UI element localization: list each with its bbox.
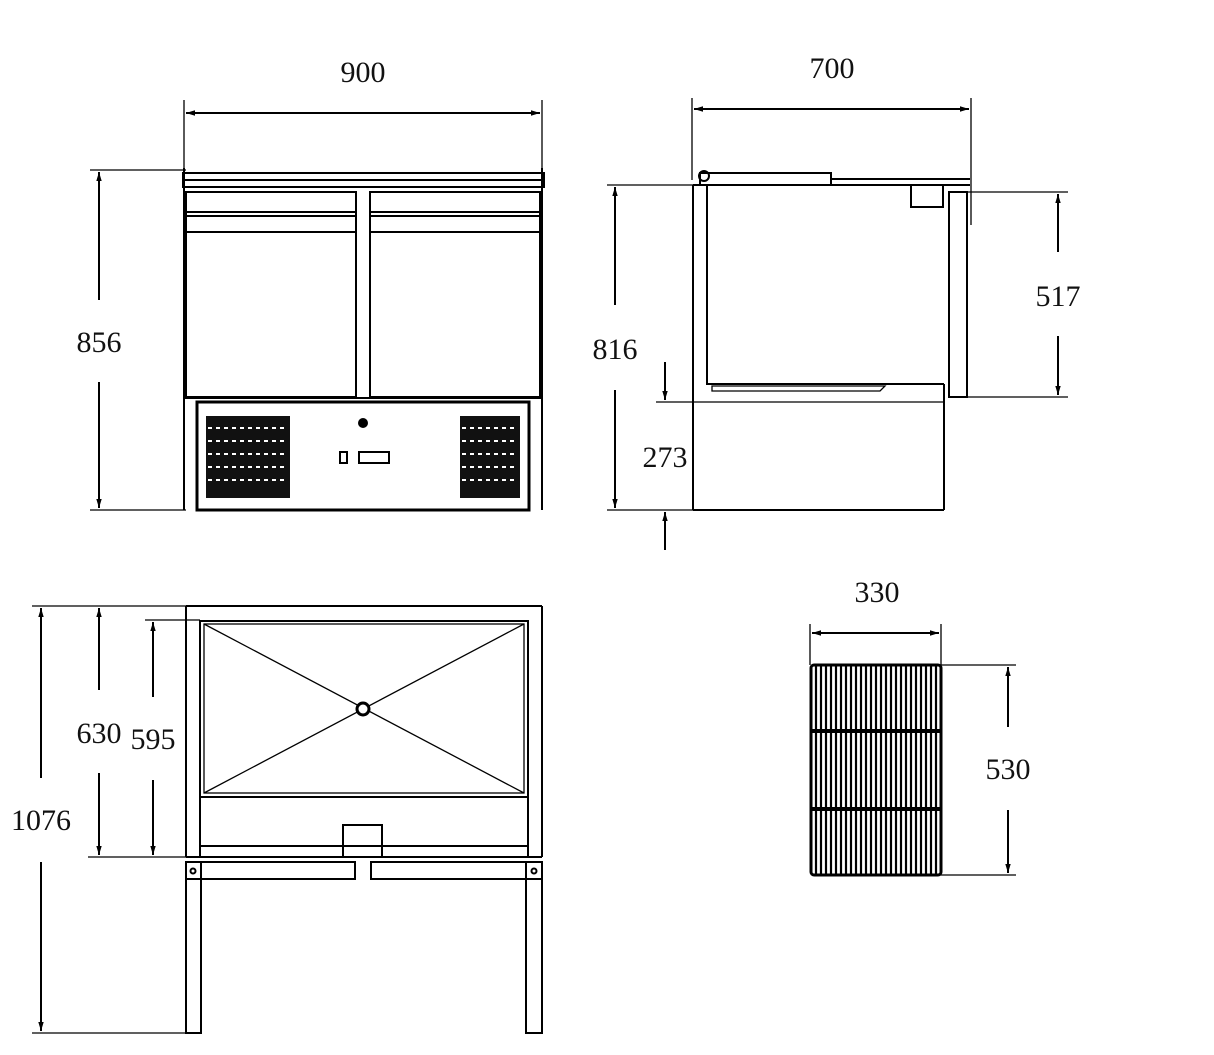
power-switch-icon	[339, 451, 348, 464]
dimension-total-1076: 1076	[11, 605, 186, 1034]
door-left	[185, 191, 357, 398]
side-view: 700 816 273 517	[593, 52, 1081, 550]
dimension-inner-595: 595	[131, 619, 200, 855]
door-right	[369, 191, 541, 398]
dim-label: 900	[341, 56, 386, 89]
dimension-body-630: 630	[77, 608, 186, 858]
dimension-shelf-330: 330	[809, 576, 942, 665]
dim-label: 1076	[11, 804, 71, 837]
dimension-height-856: 856	[77, 169, 186, 511]
dim-label: 517	[1036, 280, 1081, 313]
dim-label: 330	[855, 576, 900, 609]
leg-right	[525, 861, 543, 1034]
wire-shelf	[809, 663, 943, 877]
vent-grille-right	[460, 416, 520, 498]
side-cabinet	[692, 170, 970, 511]
dimension-height-816: 816	[593, 184, 695, 511]
dim-label: 630	[77, 717, 122, 750]
dimension-width-900: 900	[183, 56, 543, 180]
dim-label: 700	[810, 52, 855, 85]
drain-icon	[355, 701, 371, 717]
condensate-box	[342, 824, 383, 858]
dim-label: 530	[986, 753, 1031, 786]
dimension-depth-700: 700	[691, 52, 972, 225]
plan-cabinet	[185, 605, 543, 1034]
indicator-light-icon	[358, 418, 368, 428]
lid	[699, 172, 832, 186]
dim-label: 816	[593, 333, 638, 366]
dim-label: 595	[131, 723, 176, 756]
front-view: 900 856	[77, 56, 545, 512]
dimension-plinth-273: 273	[643, 362, 945, 550]
shelf-view: 330 530	[809, 576, 1031, 877]
thermostat-display	[358, 451, 390, 464]
dim-label: 856	[77, 326, 122, 359]
dimension-door-517: 517	[950, 191, 1081, 398]
leg-left	[185, 861, 202, 1034]
open-door	[948, 191, 968, 398]
dim-label: 273	[643, 441, 688, 474]
front-cabinet	[182, 168, 545, 512]
vent-grille-left	[206, 416, 290, 498]
drain-basin	[203, 623, 525, 794]
plan-view: 1076 630 595	[11, 605, 543, 1034]
compressor-panel	[195, 400, 531, 512]
hinge-icon	[698, 170, 710, 182]
dimension-shelf-530: 530	[940, 664, 1031, 876]
